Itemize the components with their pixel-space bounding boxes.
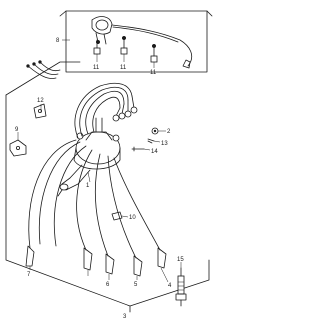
callout-11a: 11 — [93, 65, 100, 71]
callout-15: 15 — [177, 257, 184, 263]
callout-2: 2 — [167, 129, 171, 135]
plug-wire-bundle — [74, 82, 138, 139]
callout-14: 14 — [151, 149, 158, 155]
callout-7: 7 — [27, 272, 31, 278]
spark-plug-wires — [28, 139, 161, 259]
callout-11b: 11 — [120, 65, 127, 71]
callout-8: 8 — [56, 38, 60, 44]
callout-10: 10 — [129, 215, 136, 221]
callout-9: 9 — [15, 127, 19, 133]
callout-13: 13 — [161, 141, 168, 147]
ignition-parts-diagram: 1 2 3 4 5 6 7 8 9 10 11 11 11 12 13 14 1… — [5, 10, 213, 320]
callout-4: 4 — [168, 283, 172, 289]
main-assembly-outline — [5, 61, 210, 313]
coil-lead-inset — [59, 10, 213, 73]
callout-11c: 11 — [150, 70, 157, 76]
spark-plug — [175, 267, 187, 307]
small-parts — [9, 103, 159, 221]
callout-6: 6 — [106, 282, 110, 288]
callout-5: 5 — [134, 282, 138, 288]
callout-1: 1 — [86, 183, 90, 189]
lead-wires — [26, 60, 61, 79]
callout-12: 12 — [37, 98, 44, 104]
plug-boots — [25, 245, 167, 277]
callout-3: 3 — [123, 314, 127, 320]
leader-lines — [17, 39, 182, 283]
